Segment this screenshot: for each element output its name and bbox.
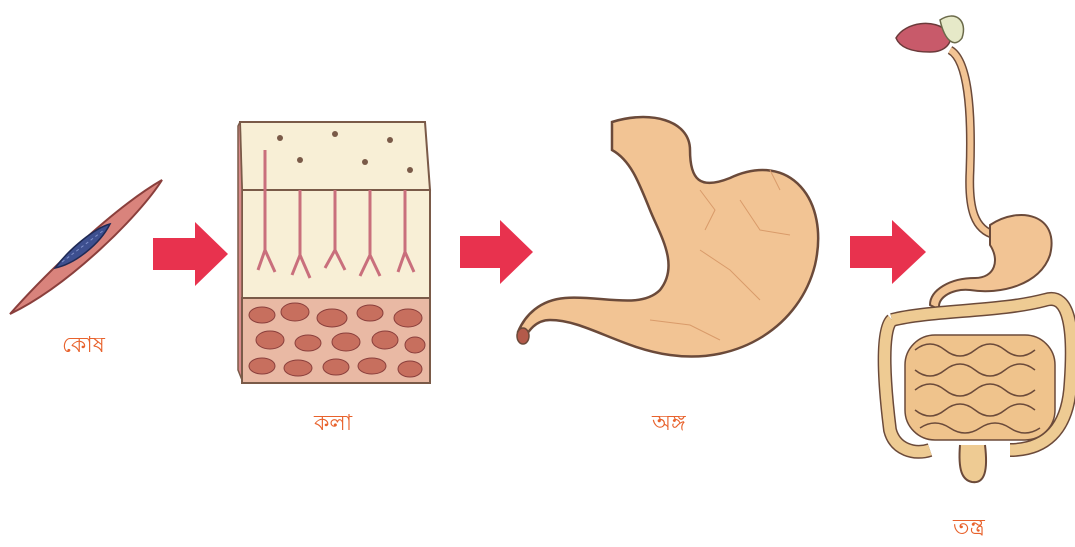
levels-of-organization-diagram: কোষ কলা অঙ্গ তন্ত্র (0, 0, 1075, 533)
system-label: তন্ত্র (953, 510, 985, 547)
stomach-icon (517, 117, 818, 356)
tissue-label: কলা (314, 406, 352, 443)
cell-icon (10, 180, 162, 314)
tissue-block-icon (238, 122, 430, 383)
arrow-right-icon (850, 220, 926, 284)
arrow-right-icon (460, 220, 533, 284)
cell-label: কোষ (62, 328, 105, 365)
arrow-right-icon (153, 222, 228, 286)
organ-label: অঙ্গ (652, 406, 686, 443)
